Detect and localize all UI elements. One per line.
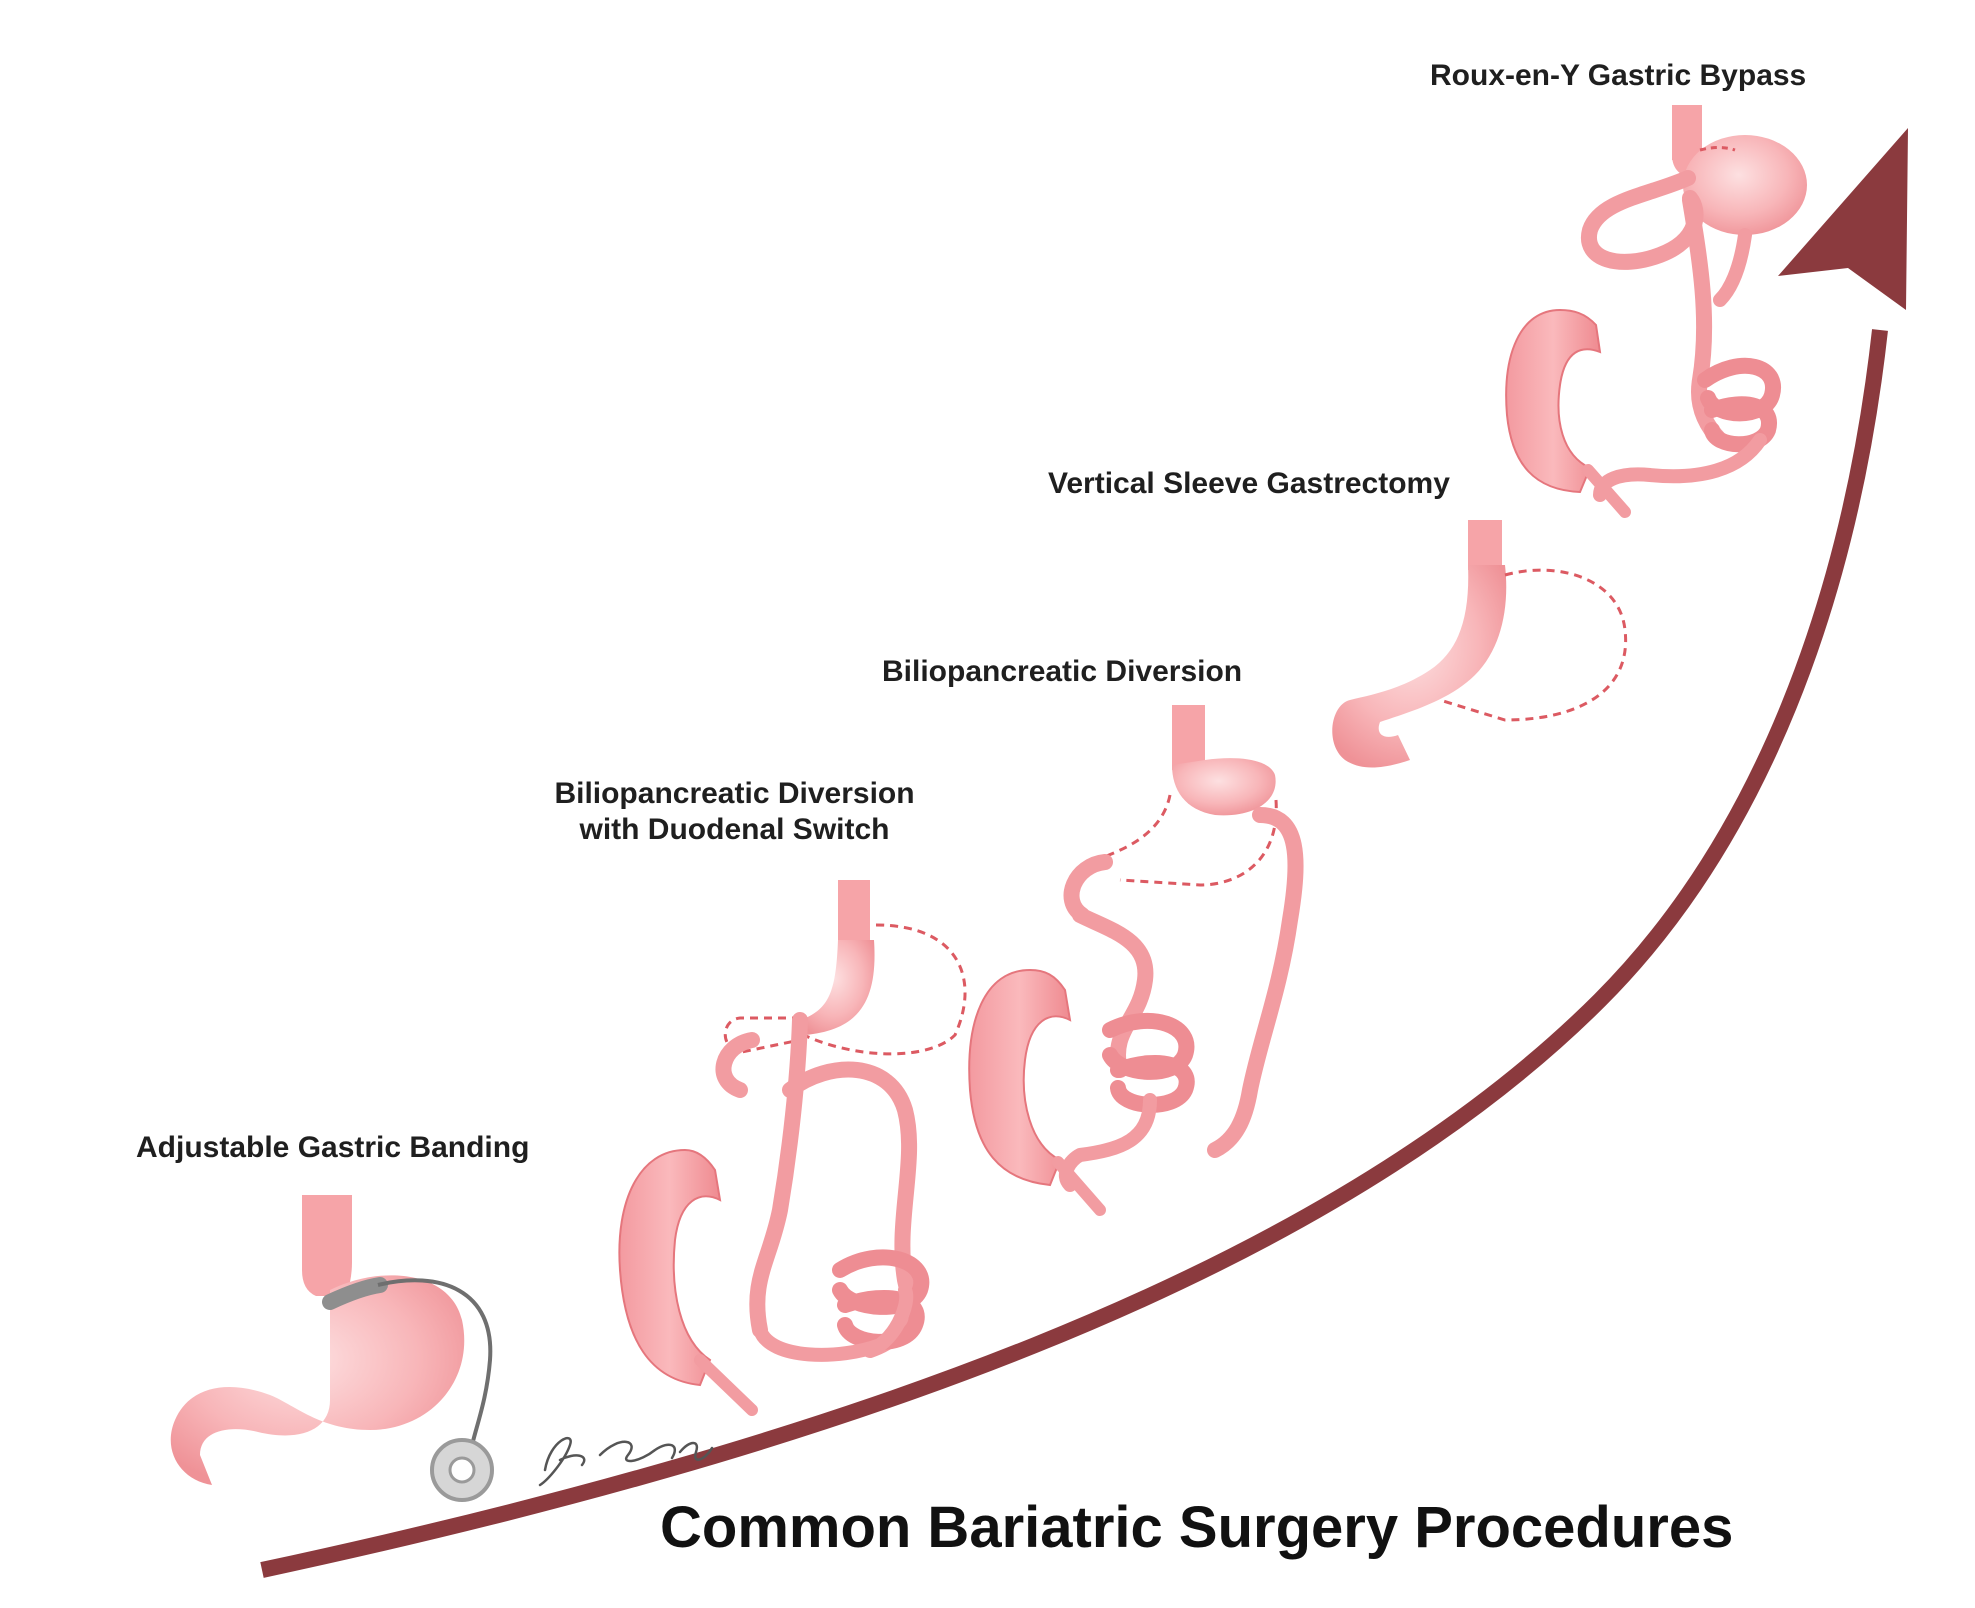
esophagus (838, 880, 870, 945)
common-channel (1058, 1093, 1157, 1192)
label-biliopancreatic-diversion: Biliopancreatic Diversion (882, 655, 1243, 688)
access-port-center (448, 1456, 476, 1484)
duodenum-stump (715, 1032, 760, 1098)
biliopancreatic-limb (1072, 907, 1154, 1078)
small-bowel-coils (832, 1249, 930, 1350)
alimentary-limb (749, 1012, 808, 1338)
esophagus (302, 1195, 352, 1296)
diagram-title: Common Bariatric Surgery Procedures (660, 1495, 1734, 1560)
sleeve-stomach (1332, 565, 1507, 768)
roux-limb-loop (1581, 170, 1704, 270)
gastric-band (322, 1277, 388, 1310)
bpd-illustration (968, 705, 1304, 1216)
terminal-ileum (694, 1354, 758, 1416)
roux-limb (1207, 807, 1304, 1158)
gastric-banding-illustration (170, 1195, 494, 1502)
stomach (170, 1275, 465, 1485)
sleeve-stomach (800, 940, 875, 1035)
label-bpd-duodenal-switch: Biliopancreatic Diversion with Duodenal … (512, 776, 957, 848)
growth-arrow-shaft (260, 329, 1888, 1578)
esophagus (1468, 520, 1502, 570)
biliopancreatic-limb (1713, 228, 1752, 307)
gastric-remnant (1172, 758, 1276, 816)
esophagus (1672, 105, 1702, 160)
common-channel (1593, 433, 1767, 502)
common-channel (753, 1283, 914, 1362)
sleeve-gastrectomy-illustration (1332, 520, 1628, 768)
label-bpd-duodenal-switch-line2: with Duodenal Switch (579, 813, 890, 846)
staple-line (1699, 146, 1736, 152)
label-adjustable-gastric-banding: Adjustable Gastric Banding (136, 1131, 530, 1164)
colon (618, 1148, 722, 1387)
removed-duodenum-outline (723, 1016, 801, 1054)
duodenal-stump (1063, 854, 1113, 923)
label-roux-en-y-gastric-bypass: Roux-en-Y Gastric Bypass (1430, 59, 1807, 92)
artist-signature (538, 1436, 714, 1487)
removed-stomach-outline (1439, 568, 1628, 722)
label-bpd-duodenal-switch-line1: Biliopancreatic Diversion (554, 777, 915, 810)
growth-arrow (260, 128, 1908, 1578)
colon (1505, 308, 1602, 494)
bpd-duodenal-switch-illustration (618, 880, 967, 1416)
bypassed-stomach (1683, 135, 1807, 235)
label-vertical-sleeve-gastrectomy: Vertical Sleeve Gastrectomy (1048, 467, 1450, 500)
terminal-ileum (1582, 464, 1631, 518)
removed-stomach-outline (805, 923, 967, 1056)
esophagus (1172, 705, 1205, 770)
small-bowel-coils (1697, 357, 1781, 453)
growth-arrow-head (1778, 128, 1908, 310)
colon (968, 968, 1072, 1187)
gastric-bypass-illustration (1505, 105, 1807, 518)
terminal-ileum (1052, 1156, 1106, 1216)
small-bowel-coils (1102, 1012, 1195, 1113)
band-tubing (377, 1278, 493, 1461)
